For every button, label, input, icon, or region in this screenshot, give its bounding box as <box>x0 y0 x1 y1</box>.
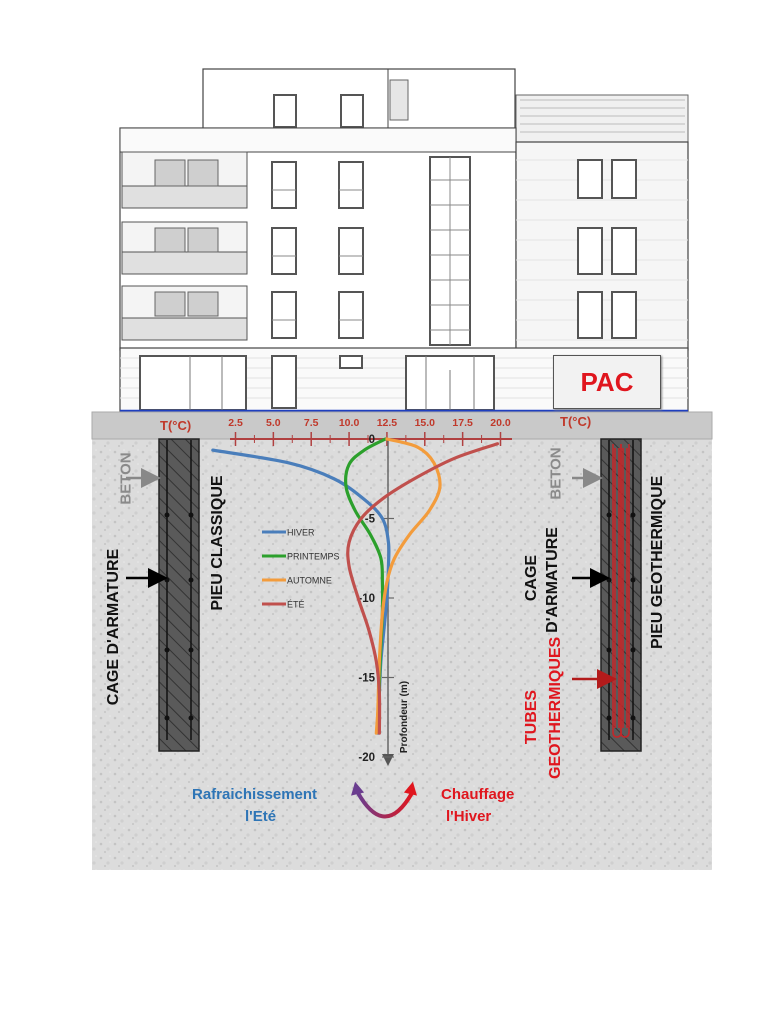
geothermal-tubes <box>612 444 630 738</box>
cooling-label-1: Rafraichissement <box>192 786 318 803</box>
temperature-tick-label: 12.5 <box>377 417 398 429</box>
legend-label: PRINTEMPS <box>287 552 340 562</box>
right-pieu-label: PIEU GEOTHERMIQUE <box>649 475 666 649</box>
depth-tick-label: -15 <box>358 673 375 685</box>
classic-pile <box>126 438 200 752</box>
geothermal-pile <box>572 438 642 752</box>
pac-label: PAC <box>580 366 634 397</box>
building <box>119 68 689 413</box>
depth-axis-label: Profondeur (m) <box>399 681 410 753</box>
heating-label-2: l'Hiver <box>446 808 492 825</box>
depth-tick-label: -5 <box>365 514 376 526</box>
temperature-tick-label: 7.5 <box>304 417 319 429</box>
right-tubes-label-2: GEOTHERMIQUES <box>547 636 564 779</box>
temperature-tick-label: 15.0 <box>415 417 436 429</box>
seasonal-swap-arrow <box>351 781 417 819</box>
series-line <box>346 442 500 735</box>
legend: HIVER PRINTEMPS AUTOMNE ÉTÉ <box>262 528 340 610</box>
temperature-tick-label: 20.0 <box>490 417 511 429</box>
depth-tick-label: 0 <box>369 434 375 446</box>
left-pieu-label: PIEU CLASSIQUE <box>209 475 226 611</box>
right-beton-label: BETON <box>547 447 565 500</box>
right-cage-label-2: D'ARMATURE <box>544 527 561 633</box>
heat-pump-box: PAC <box>553 355 661 409</box>
temperature-tick-label: 5.0 <box>266 417 281 429</box>
left-temperature-label: T(°C) <box>160 418 192 433</box>
temperature-ticks: 2.5 5.0 7.5 10.0 12.5 15.0 17.5 20.0 <box>228 417 511 446</box>
temperature-tick-label: 2.5 <box>228 417 243 429</box>
legend-label: AUTOMNE <box>287 576 332 586</box>
left-cage-label: CAGE D'ARMATURE <box>105 548 122 706</box>
depth-ticks: 0 -5 -10 -15 -20 <box>358 434 394 764</box>
cooling-label-2: l'Eté <box>245 808 277 825</box>
series-line <box>374 437 442 735</box>
heating-label-1: Chauffage <box>441 786 515 803</box>
temperature-tick-label: 10.0 <box>339 417 360 429</box>
depth-tick-label: -10 <box>358 593 375 605</box>
temperature-depth-chart: 2.5 5.0 7.5 10.0 12.5 15.0 17.5 20.0 0 -5 -10 -15 -… <box>211 417 512 766</box>
right-tubes-label-1: TUBES <box>523 689 540 745</box>
temperature-series <box>211 437 500 735</box>
legend-label: ÉTÉ <box>287 600 305 610</box>
right-temperature-label: T(°C) <box>560 414 592 429</box>
temperature-tick-label: 17.5 <box>452 417 473 429</box>
ground-slab <box>91 411 713 440</box>
legend-label: HIVER <box>287 528 315 538</box>
right-cage-label-1: CAGE <box>523 554 540 602</box>
depth-tick-label: -20 <box>358 752 375 764</box>
